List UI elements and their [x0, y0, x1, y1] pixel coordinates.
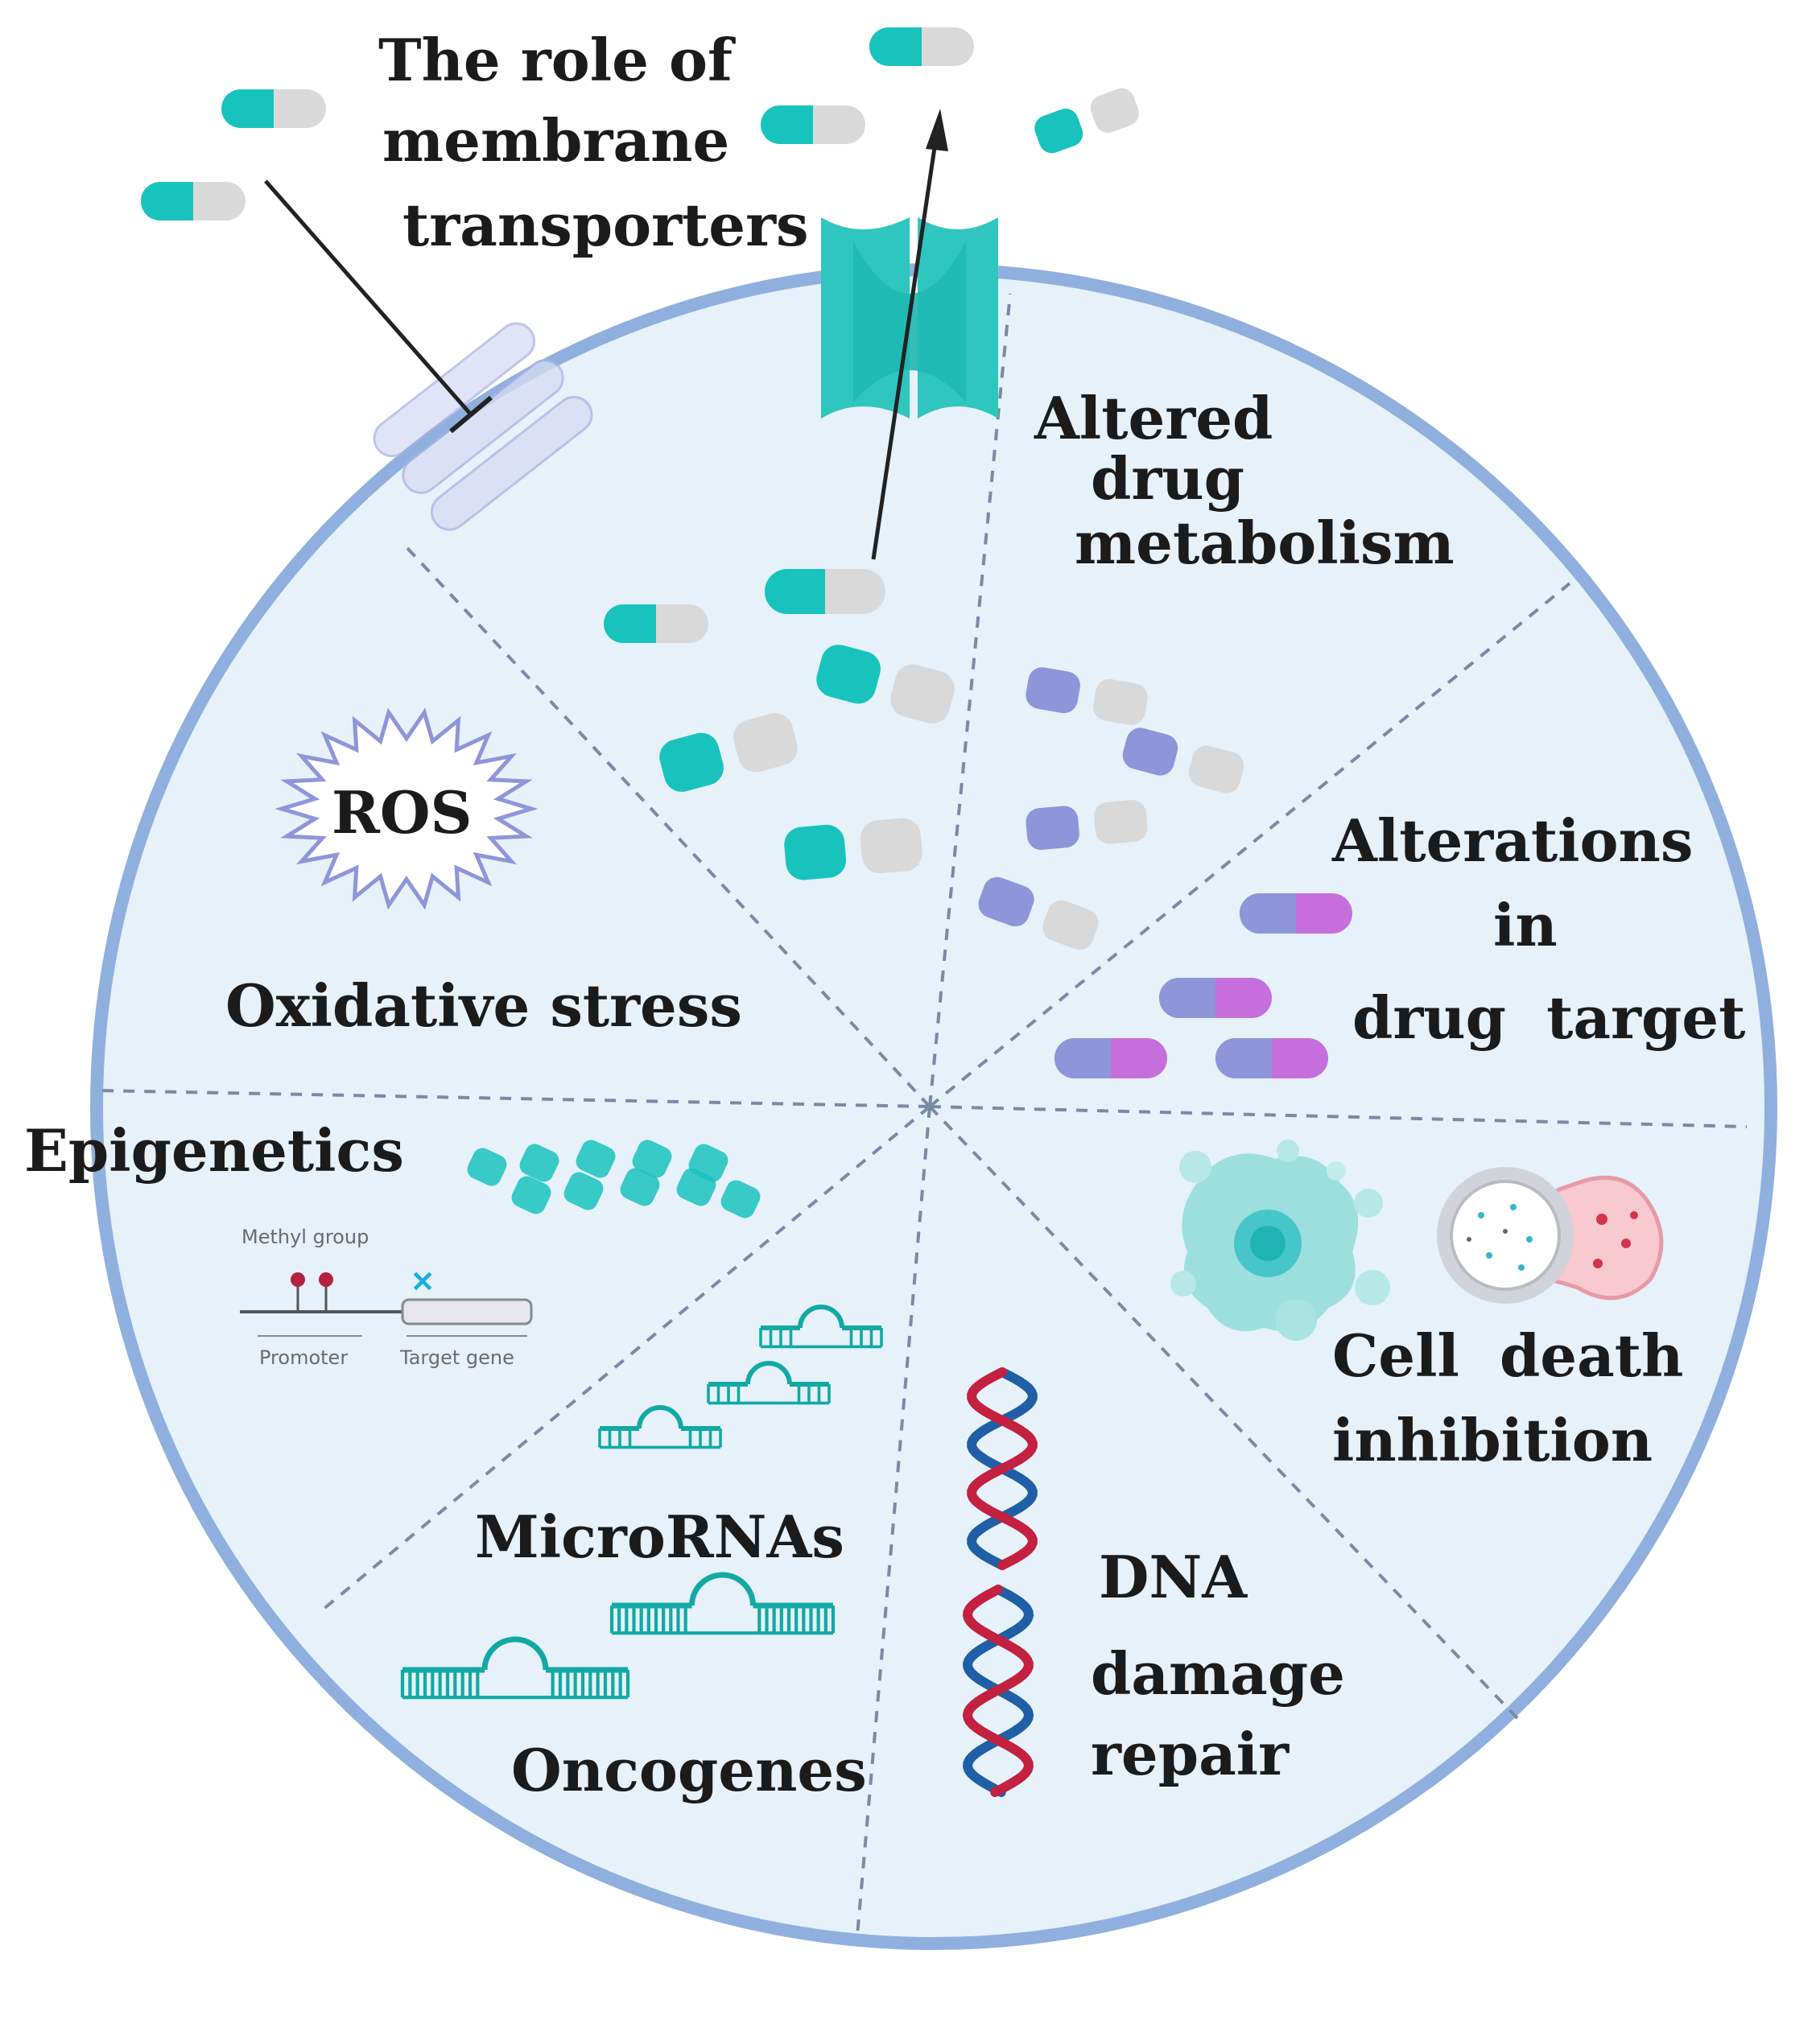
capsule-icon: [141, 182, 246, 221]
inhibition-bar: [449, 395, 493, 434]
nucleosome-block: [688, 1144, 728, 1182]
capsule-icon: [1159, 978, 1272, 1018]
efflux-arrowhead: [926, 109, 948, 151]
apoptotic-cell-icon: [1170, 1140, 1390, 1341]
capsule-icon: [1240, 893, 1352, 934]
label-cell-death: Cell death inhibition: [1332, 1321, 1683, 1474]
label-target-line1: Alterations: [1331, 806, 1693, 875]
nucleosome-icon: [467, 1140, 761, 1218]
target-gene-label: Target gene: [399, 1346, 514, 1369]
label-target-line2: in: [1493, 891, 1558, 959]
microrna-hairpin: [707, 1361, 831, 1405]
label-epigenetics: Epigenetics: [24, 1116, 404, 1185]
capsule-icon: [1026, 800, 1148, 850]
label-oxidative-stress: Oxidative stress: [225, 971, 742, 1040]
label-ros: ROS: [332, 778, 473, 847]
nucleosome-block: [563, 1172, 604, 1210]
microrna-hairpin: [759, 1305, 883, 1349]
label-dna: DNA damage repair: [1091, 1543, 1345, 1788]
capsule-icon: [765, 569, 885, 614]
promoter-label: Promoter: [259, 1346, 348, 1369]
nucleosome-block: [519, 1144, 559, 1182]
label-cell-death-line2: inhibition: [1332, 1406, 1653, 1474]
nucleosome-block: [620, 1168, 660, 1206]
methyl-group-label: Methyl group: [241, 1226, 369, 1248]
capsule-icon: [761, 105, 865, 144]
nucleosome-block: [467, 1148, 507, 1186]
label-transporters: The role of membrane transporters: [378, 26, 809, 259]
methyl-marker: [291, 1272, 305, 1287]
divider-top: [928, 293, 1012, 1107]
inhibition-line: [264, 179, 473, 416]
microrna-hairpin: [598, 1405, 722, 1449]
divider-top-left: [405, 546, 931, 1108]
ros-burst-icon: [274, 707, 539, 910]
divider-bottom-right: [928, 1105, 1519, 1720]
capsule-icon: [1215, 1038, 1328, 1078]
divider-right: [929, 1105, 1748, 1128]
capsule-icon: [1034, 88, 1139, 154]
capsule-icon: [869, 27, 974, 66]
dna-helix-icon: [962, 1367, 1038, 1797]
divider-bottom: [856, 1106, 931, 1936]
label-dna-line2: damage: [1091, 1639, 1345, 1708]
label-metabolism-line3: metabolism: [1075, 509, 1455, 577]
label-transporters-line1: The role of: [378, 26, 736, 94]
capsule-icon: [978, 876, 1099, 950]
capsules-group: [141, 27, 1352, 1078]
label-target-line3: drug target: [1352, 983, 1745, 1052]
label-metabolism-line1: Altered: [1034, 384, 1273, 452]
nucleosome-block: [576, 1140, 616, 1178]
capsule-icon: [604, 604, 708, 643]
label-dna-line3: repair: [1091, 1720, 1290, 1788]
label-metabolism: Altered drug metabolism: [1034, 384, 1455, 577]
dna-strand: [967, 1367, 1038, 1570]
label-transporters-line2: membrane: [382, 106, 729, 175]
capsule-icon: [1054, 1038, 1167, 1078]
nucleosome-block: [720, 1180, 761, 1218]
dna-strand: [962, 1585, 1034, 1797]
label-oncogenes: Oncogenes: [511, 1736, 867, 1804]
capsule-icon: [1026, 667, 1148, 725]
capsule-icon: [784, 818, 922, 880]
transcription-block-icon: ✕: [411, 1265, 435, 1299]
epigenetics-mini-diagram: Methyl group ✕ Promoter Target gene: [240, 1226, 533, 1369]
label-transporters-line3: transporters: [402, 191, 809, 259]
divider-bottom-left: [316, 1105, 931, 1615]
efflux-arrow-line: [871, 136, 939, 560]
target-gene-box: [401, 1298, 533, 1325]
label-micrornas: MicroRNAs: [475, 1503, 844, 1571]
capsule-icon: [816, 645, 955, 723]
microrna-hairpin: [400, 1636, 630, 1700]
label-metabolism-line2: drug: [1091, 444, 1244, 513]
nucleosome-block: [511, 1176, 551, 1214]
nucleosome-block: [632, 1140, 672, 1178]
methyl-marker: [319, 1272, 333, 1287]
label-cell-death-line1: Cell death: [1332, 1321, 1683, 1390]
vesicle-icon: [1437, 1167, 1664, 1304]
microrna-icon: [400, 1305, 883, 1700]
capsule-icon: [1122, 728, 1244, 794]
label-target: Alterations in drug target: [1331, 806, 1745, 1052]
capsule-icon: [221, 89, 326, 128]
capsule-icon: [659, 713, 798, 792]
microrna-hairpin: [609, 1572, 836, 1635]
sector-dividers: [96, 293, 1748, 1936]
label-dna-line1: DNA: [1099, 1543, 1248, 1611]
divider-left: [96, 1089, 931, 1108]
